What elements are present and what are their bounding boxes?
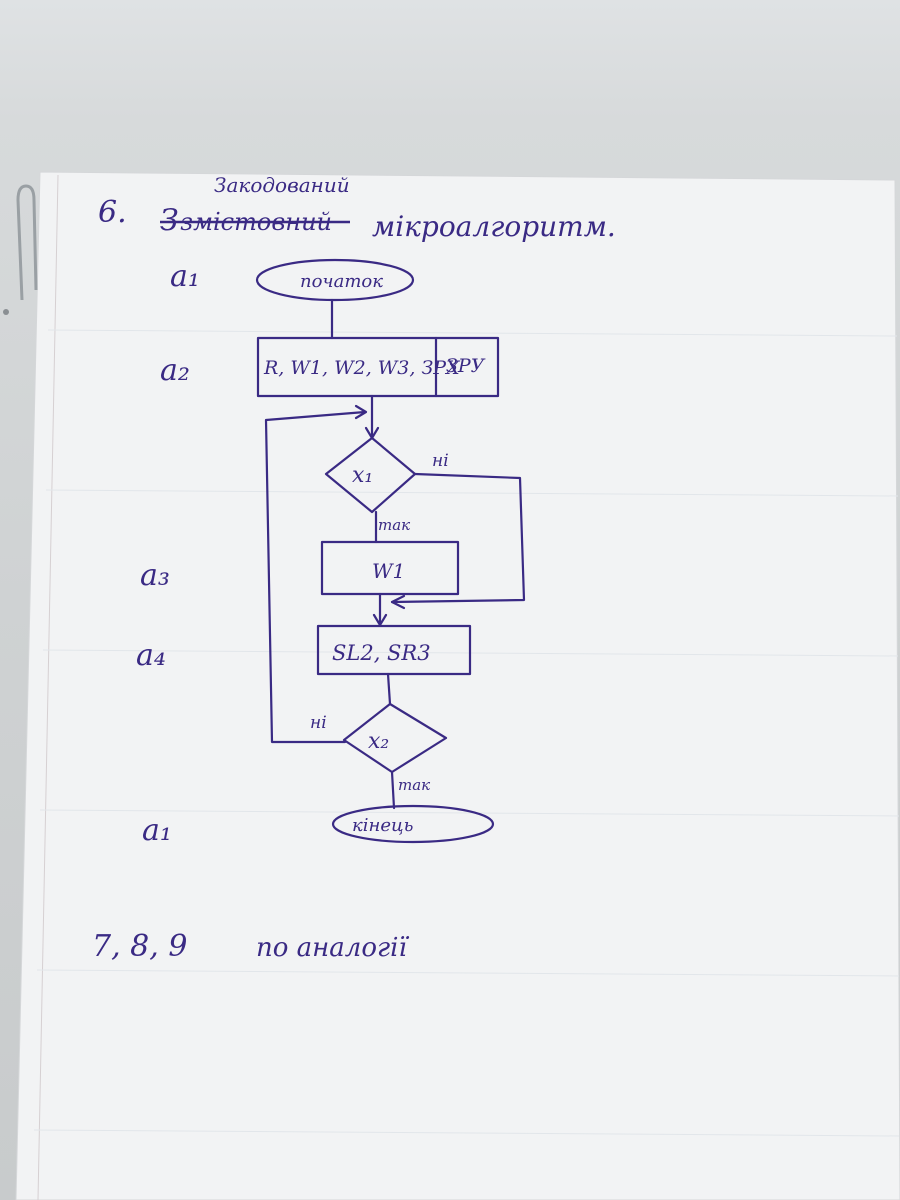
- loop-arrow-head: [354, 404, 368, 420]
- start-label: початок: [300, 271, 383, 292]
- start-terminator: [255, 258, 415, 302]
- end-label: кінець: [352, 815, 413, 836]
- state-label-a1-end: a₁: [142, 813, 172, 848]
- condition-x2-yes: так: [398, 776, 430, 794]
- footer-text: по аналогії: [256, 933, 409, 963]
- block-a2-left-label: R, W1, W2, W3, ЗРХ: [263, 357, 461, 379]
- condition-x1-yes: так: [378, 516, 410, 534]
- condition-x2-label: x₂: [368, 729, 389, 754]
- block-a3-label: W1: [372, 559, 405, 583]
- flowchart: початок R, W1, W2, W3, ЗРХ ЗРУ x₁ ні так…: [255, 258, 526, 844]
- block-a3: [320, 540, 460, 596]
- paper-clip: [16, 184, 38, 301]
- heading-word: мікроалгоритм.: [372, 210, 616, 243]
- margin-line: [37, 174, 59, 1200]
- block-a2-right-label: ЗРУ: [446, 355, 486, 377]
- condition-x2-no: ні: [310, 713, 327, 733]
- condition-x1: [324, 436, 417, 514]
- block-a4-label: SL2, SR3: [332, 641, 431, 665]
- state-label-a4: a₄: [136, 638, 166, 673]
- flow-line-x2-end: [390, 770, 396, 810]
- block-a2: [256, 336, 500, 398]
- bypass-arrow-head: [390, 594, 406, 610]
- end-terminator: [331, 804, 495, 844]
- flow-line-a4-x2: [386, 672, 392, 706]
- paper-sheet: [15, 171, 900, 1200]
- heading-inserted-word: Закодований: [214, 173, 350, 197]
- heading-number: 6.: [98, 195, 127, 230]
- block-a4: [316, 624, 472, 676]
- loop-back-line: [264, 410, 367, 744]
- ruled-lines: [33, 329, 900, 1137]
- heading-prefix: З: [160, 203, 179, 238]
- condition-x1-label: x₁: [352, 463, 373, 488]
- bypass-line: [390, 472, 526, 604]
- state-label-a2: a₂: [160, 353, 190, 388]
- punch-dot: [3, 309, 9, 315]
- condition-x1-no: ні: [432, 451, 449, 471]
- state-label-a3: a₃: [140, 558, 170, 593]
- footer-numbers: 7, 8, 9: [92, 929, 187, 964]
- state-label-a1-start: a₁: [170, 259, 200, 294]
